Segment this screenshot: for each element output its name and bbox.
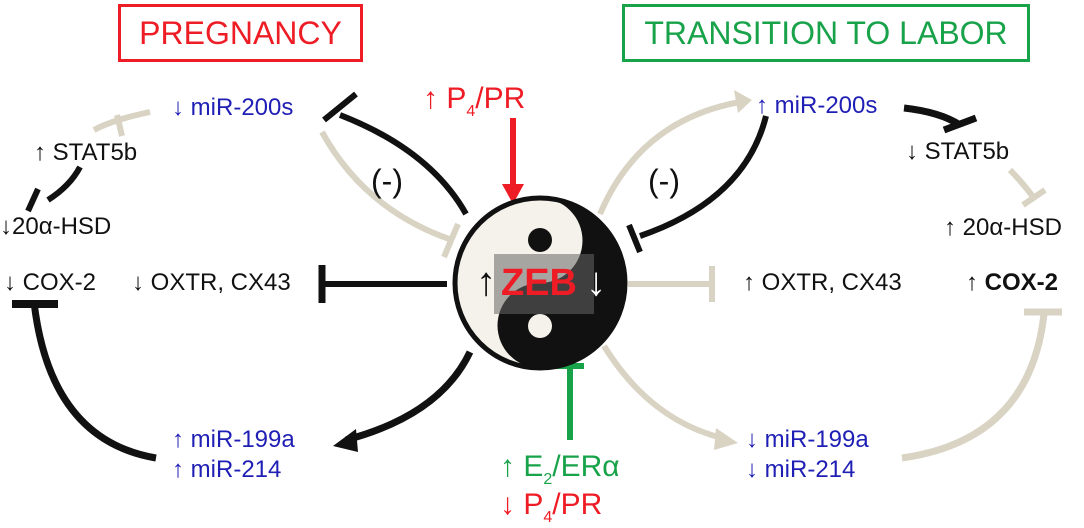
right-stat5b-label: ↓ STAT5b: [906, 138, 1010, 165]
yin-yang-icon: [452, 195, 628, 371]
p4pr-bottom-label: ↓ P4/PR: [500, 488, 603, 526]
labor-header: TRANSITION TO LABOR: [622, 4, 1030, 62]
right-stat5b-to-hsd-edge: [1007, 167, 1037, 200]
left-zeb-to-mir199-arrowhead: [333, 429, 358, 452]
left-zeb-to-mir200-bar: [322, 91, 358, 123]
right-mir200-to-zeb-bar: [626, 223, 643, 254]
left-mir200-label: ↓ miR-200s: [172, 94, 294, 121]
left-cox2-label: ↓ COX-2: [4, 269, 97, 296]
right-mir199-to-cox2-edge: [901, 313, 1048, 462]
left-mir214-label: ↑ miR-214: [172, 456, 282, 483]
right-stat5b-to-hsd-bar: [1021, 187, 1047, 208]
pregnancy-header-label: PREGNANCY: [139, 14, 342, 51]
left-zeb-to-mir199-edge: [345, 350, 474, 444]
right-mir200-to-stat5b-bar: [942, 114, 978, 134]
left-stat5b-to-hsd-edge: [46, 165, 83, 203]
pregnancy-header: PREGNANCY: [118, 4, 363, 62]
e2-era-label: ↑ E2/ERα: [500, 450, 620, 488]
p4pr-to-zeb-arrowhead: [502, 184, 524, 204]
left-hsd-label: ↓20α-HSD: [0, 213, 112, 240]
left-mir200-to-zeb-bar: [441, 222, 461, 259]
left-stat5b-label: ↑ STAT5b: [34, 139, 138, 166]
zeb-up-arrow: ↑: [476, 260, 496, 304]
right-mir200-to-stat5b-edge: [903, 104, 962, 128]
left-stat5b-to-hsd-bar: [25, 187, 41, 213]
zeb-down-arrow: ↓: [586, 260, 606, 304]
right-zeb-to-mir200-arrowhead: [734, 90, 752, 113]
zeb-label: ZEB: [501, 262, 577, 304]
left-mir199a-label: ↑ miR-199a: [172, 426, 295, 453]
left-mir199-to-cox2-edge: [30, 301, 157, 462]
right-negative-feedback-label: (-): [648, 163, 680, 199]
right-mir200-to-zeb-edge: [639, 115, 769, 239]
right-oxtr-label: ↑ OXTR, CX43: [743, 269, 902, 296]
left-negative-feedback-label: (-): [371, 163, 403, 199]
right-mir199a-label: ↓ miR-199a: [746, 426, 869, 453]
right-hsd-label: ↑ 20α-HSD: [944, 214, 1062, 241]
right-mir214-label: ↓ miR-214: [746, 456, 856, 483]
right-zeb-to-mir200-edge: [597, 99, 741, 216]
left-mir200-to-stat5b-bar: [114, 114, 125, 137]
right-zeb-to-mir199-arrowhead: [714, 428, 738, 450]
right-mir200-label: ↑ miR-200s: [756, 92, 878, 119]
left-zeb-to-mir200-edge: [338, 112, 469, 216]
p4pr-top-label: ↑ P4/PR: [423, 82, 526, 120]
labor-header-label: TRANSITION TO LABOR: [644, 14, 1008, 51]
right-zeb-to-mir199-edge: [601, 344, 723, 441]
left-mir200-to-zeb-edge: [319, 130, 453, 243]
left-oxtr-label: ↓ OXTR, CX43: [132, 269, 291, 296]
right-cox2-label: ↑ COX-2: [966, 269, 1059, 296]
